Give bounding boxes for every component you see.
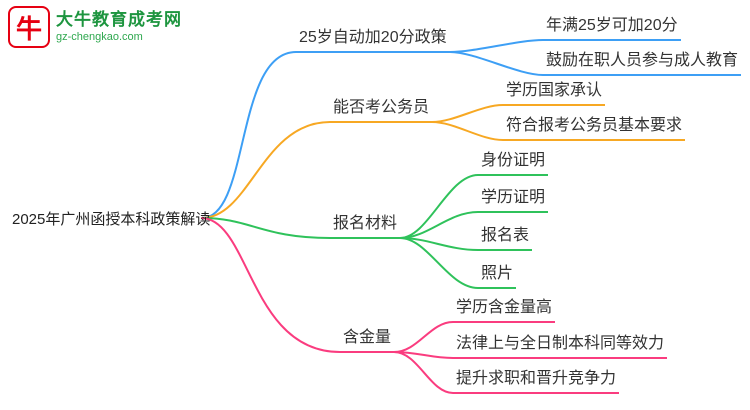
leaf-identity-proof[interactable]: 身份证明 (478, 151, 549, 176)
bull-icon: 牛 (8, 6, 50, 48)
leaf-registration-form[interactable]: 报名表 (478, 226, 533, 251)
leaf-education-proof[interactable]: 学历证明 (478, 188, 549, 213)
leaf-state-recognized[interactable]: 学历国家承认 (503, 81, 606, 106)
leaf-meets-exam-requirements[interactable]: 符合报考公务员基本要求 (503, 116, 686, 141)
root-topic[interactable]: 2025年广州函授本科政策解读 (12, 211, 211, 228)
leaf-photo[interactable]: 照片 (478, 264, 517, 289)
leaf-career-competitiveness[interactable]: 提升求职和晋升竞争力 (453, 369, 620, 394)
leaf-age25-plus20[interactable]: 年满25岁可加20分 (543, 16, 681, 41)
site-logo: 牛 大牛教育成考网 gz-chengkao.com (8, 6, 182, 48)
leaf-encourage-adult-education[interactable]: 鼓励在职人员参与成人教育 (543, 51, 742, 76)
branch-civil-servant-exam[interactable]: 能否考公务员 (330, 98, 433, 123)
branch-25-bonus-policy[interactable]: 25岁自动加20分政策 (296, 28, 450, 53)
leaf-high-value-degree[interactable]: 学历含金量高 (453, 298, 556, 323)
logo-title: 大牛教育成考网 (56, 9, 182, 29)
branch-value[interactable]: 含金量 (340, 328, 395, 353)
branch4-links (201, 217, 454, 394)
leaf-equal-legal-effect[interactable]: 法律上与全日制本科同等效力 (453, 334, 668, 359)
branch-registration-materials[interactable]: 报名材料 (330, 214, 401, 239)
logo-subtitle: gz-chengkao.com (56, 31, 143, 44)
